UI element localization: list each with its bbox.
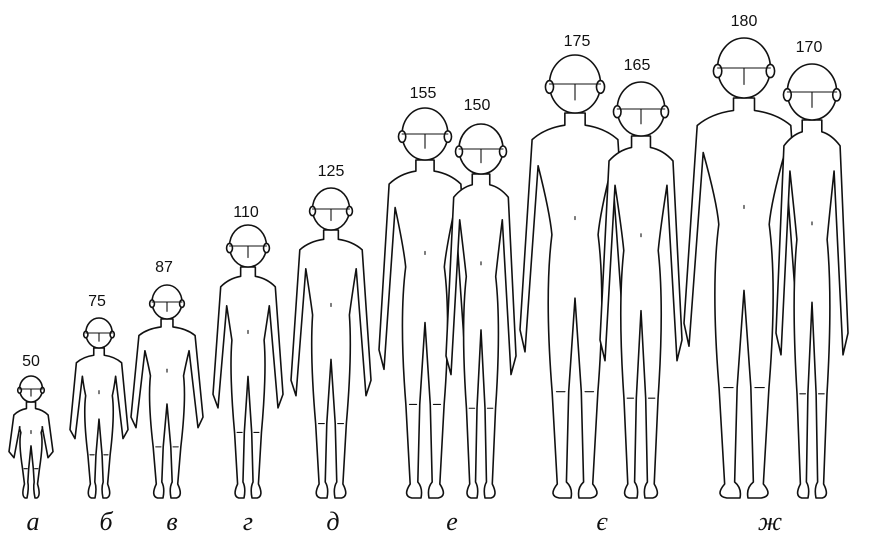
group-label-zh: ж (758, 507, 782, 536)
figure-fig-b (70, 318, 128, 498)
figure-fig-e1 (379, 108, 471, 498)
body-outline (600, 136, 682, 498)
left-ear (84, 331, 88, 338)
height-label-b: 75 (88, 293, 106, 310)
group-label-v: в (166, 507, 177, 536)
height-label-v: 87 (155, 259, 173, 276)
group-label-ye: є (596, 507, 608, 536)
right-ear (766, 64, 774, 77)
figure-fig-v (131, 285, 203, 498)
figures-layer (9, 38, 848, 498)
left-ear (18, 387, 22, 393)
height-label-e1: 155 (410, 85, 437, 102)
group-labels: а б в г д е є ж (27, 507, 783, 536)
right-ear (347, 206, 353, 215)
height-label-zh1: 180 (731, 13, 758, 30)
height-label-g: 110 (233, 204, 259, 221)
body-outline (131, 319, 203, 498)
right-ear (180, 300, 185, 307)
figure-fig-g (213, 225, 283, 498)
right-ear (264, 243, 270, 252)
height-label-a: 50 (22, 353, 40, 370)
body-outline (446, 174, 516, 498)
left-ear (150, 300, 155, 307)
body-outline (70, 348, 128, 498)
right-ear (500, 146, 507, 157)
body-outline (291, 230, 371, 498)
height-label-d: 125 (318, 163, 345, 180)
height-label-e2: 150 (464, 97, 491, 114)
right-ear (596, 81, 604, 94)
left-ear (783, 89, 791, 101)
group-label-e: е (446, 507, 458, 536)
figure-fig-a (9, 376, 53, 498)
group-label-d: д (326, 507, 339, 536)
left-ear (713, 64, 721, 77)
figure-fig-d (291, 188, 371, 498)
right-ear (661, 106, 669, 118)
body-outline (776, 120, 848, 498)
left-ear (398, 131, 405, 142)
right-ear (110, 331, 114, 338)
body-outline (213, 267, 283, 498)
right-ear (444, 131, 451, 142)
body-outline (9, 402, 53, 498)
height-label-ye2: 165 (624, 57, 651, 74)
left-ear (456, 146, 463, 157)
group-label-a: а (27, 507, 40, 536)
right-ear (41, 387, 45, 393)
right-ear (833, 89, 841, 101)
left-ear (613, 106, 621, 118)
left-ear (310, 206, 316, 215)
left-ear (545, 81, 553, 94)
height-label-zh2: 170 (796, 39, 823, 56)
group-label-g: г (243, 507, 253, 536)
left-ear (227, 243, 233, 252)
group-label-b: б (99, 507, 113, 536)
height-label-ye1: 175 (564, 33, 591, 50)
figure-fig-ye1 (520, 55, 630, 498)
